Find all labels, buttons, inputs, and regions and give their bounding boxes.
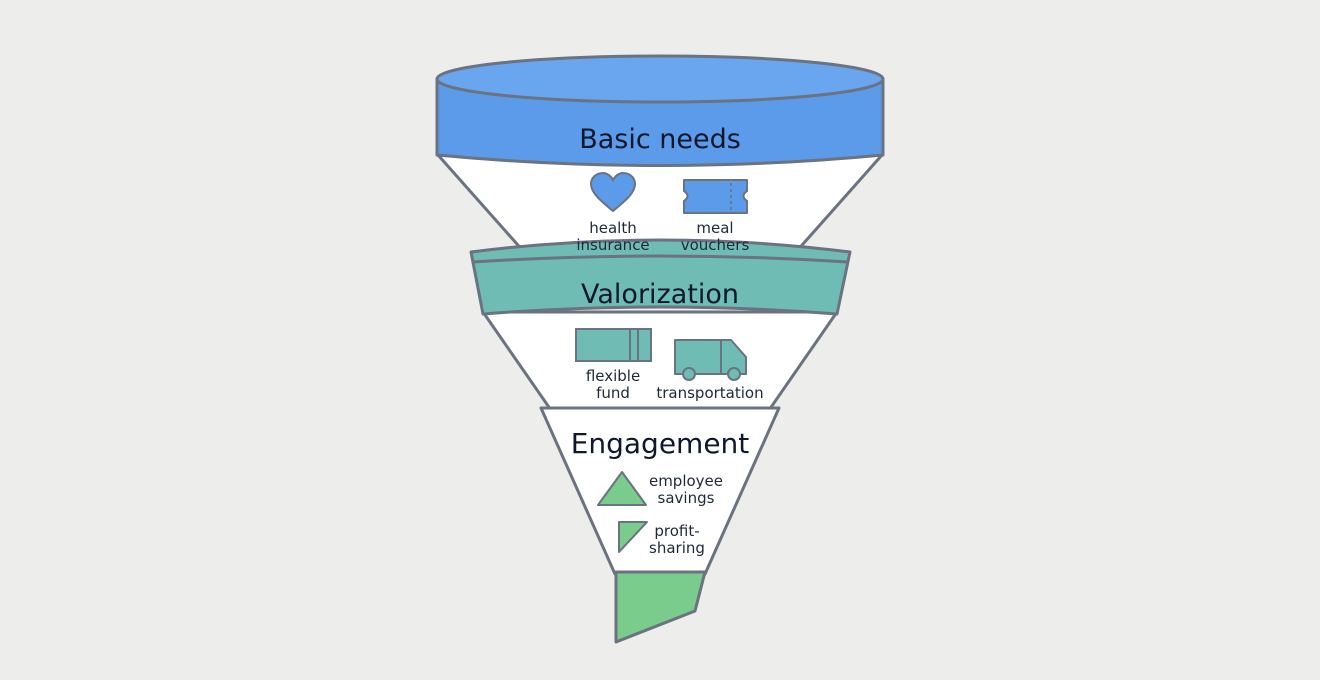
basic-needs-band <box>435 77 885 167</box>
item-label-employee-savings-line2: savings <box>658 489 715 507</box>
item-label-health-insurance-line2: insurance <box>576 236 649 254</box>
ticket-icon <box>683 179 748 214</box>
item-label-profit-sharing-line1: profit- <box>654 522 699 540</box>
basic-needs-band-top <box>435 54 885 104</box>
item-label-employee-savings-line1: employee <box>649 472 723 490</box>
item-label-meal-vouchers-line2: vouchers <box>681 236 750 254</box>
right-triangle-icon <box>618 521 648 553</box>
heart-icon <box>589 171 637 213</box>
card-icon <box>575 328 652 362</box>
valorization-ring-rim <box>472 254 849 264</box>
truck-icon <box>674 339 747 381</box>
item-label-profit-sharing-line2: sharing <box>649 539 705 557</box>
item-label-health-insurance-line1: health <box>589 219 636 237</box>
item-label-meal-vouchers-line1: meal <box>696 219 733 237</box>
stage-title-engagement: Engagement <box>571 427 750 460</box>
stage-title-basic-needs: Basic needs <box>579 124 741 155</box>
triangle-icon <box>597 471 647 506</box>
funnel-spout <box>614 570 707 644</box>
item-label-transportation: transportation <box>656 384 763 402</box>
item-label-flexible-fund-line1: flexible <box>586 367 640 385</box>
item-label-flexible-fund-line2: fund <box>596 384 630 402</box>
stage-title-valorization: Valorization <box>581 279 739 310</box>
